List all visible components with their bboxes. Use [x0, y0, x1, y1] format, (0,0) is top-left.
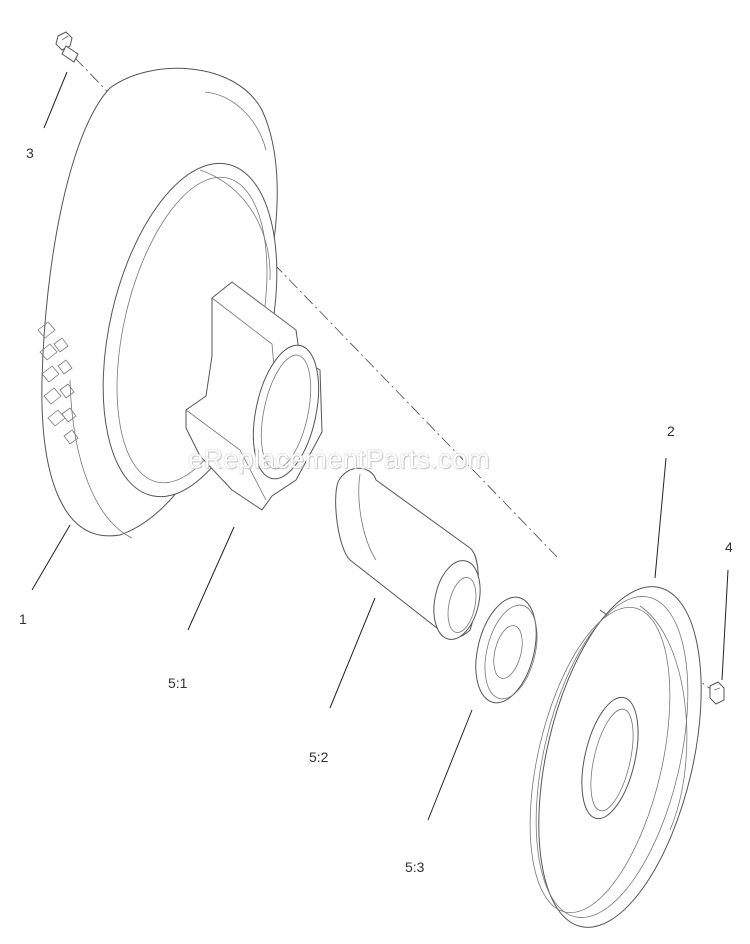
bushing-icon	[335, 467, 481, 640]
callout-part-3: 3	[26, 145, 34, 161]
nut-icon	[709, 681, 725, 705]
hub-icon	[185, 281, 323, 511]
spacer-ring-icon	[475, 596, 538, 704]
leader-line-1	[31, 524, 71, 591]
leader-line-5-1	[187, 526, 235, 631]
watermark-text: eReplacementParts.com	[188, 444, 490, 474]
wheel-half-icon	[529, 586, 702, 928]
callout-part-5-1: 5:1	[168, 675, 188, 691]
bolt-icon	[55, 31, 79, 63]
callout-part-4: 4	[725, 539, 733, 555]
leader-line-2	[654, 457, 667, 579]
leader-line-4	[721, 569, 729, 681]
leader-line-5-3	[427, 709, 473, 821]
callout-part-2: 2	[667, 423, 675, 439]
leader-line-5-2	[329, 597, 376, 709]
callout-part-1: 1	[19, 611, 27, 627]
callout-part-5-3: 5:3	[405, 859, 425, 875]
callout-part-5-2: 5:2	[309, 749, 329, 765]
leader-line-3	[43, 71, 68, 129]
